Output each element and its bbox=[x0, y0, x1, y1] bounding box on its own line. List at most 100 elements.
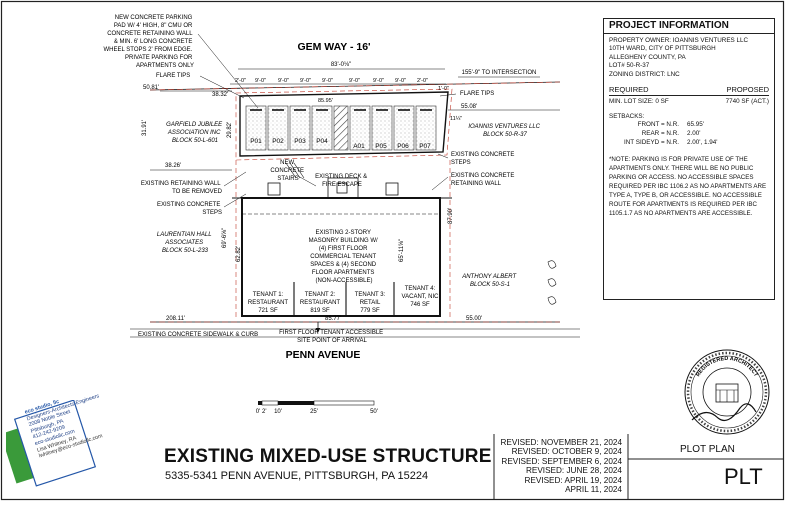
overall-width-dim: 83'-0⅛" bbox=[331, 62, 351, 68]
stall-label: A01 bbox=[353, 143, 365, 150]
revision-entry: APRIL 11, 2024 bbox=[565, 485, 622, 495]
svg-text:55.08': 55.08' bbox=[461, 104, 477, 110]
revision-entry: REVISED: APRIL 19, 2024 bbox=[524, 475, 622, 485]
note-deck: EXISTING DECK & FIRE ESCAPE bbox=[315, 174, 369, 188]
svg-text:50': 50' bbox=[370, 409, 378, 415]
note-steps-left: EXISTING CONCRETE STEPS bbox=[157, 202, 222, 216]
tenant-3: TENANT 3: RETAIL 779 SF bbox=[355, 292, 386, 314]
note-new-stairs: NEW CONCRETE STAIRS bbox=[270, 160, 305, 182]
note-ioannis: IOANNIS VENTURES LLC BLOCK 50-R-37 bbox=[468, 124, 541, 138]
svg-text:9'-0": 9'-0" bbox=[349, 78, 360, 84]
sheet-name: PLOT PLAN bbox=[680, 444, 735, 455]
stall-label: P01 bbox=[250, 138, 262, 145]
note-wall-right: EXISTING CONCRETE RETAINING WALL bbox=[451, 173, 516, 187]
setback-row: FRONT = N.R.65.95' bbox=[637, 121, 704, 129]
svg-text:2': 2' bbox=[262, 409, 266, 415]
note-flare-tips-left: FLARE TIPS bbox=[156, 73, 190, 79]
note-flare-tips-right: FLARE TIPS bbox=[460, 91, 494, 97]
svg-text:87.90': 87.90' bbox=[448, 208, 454, 224]
svg-text:65'-11⅝": 65'-11⅝" bbox=[399, 239, 405, 262]
drawing-title: EXISTING MIXED-USE STRUCTURE bbox=[164, 446, 492, 467]
project-info-line: LOT# 50-R-37 bbox=[609, 62, 650, 70]
tenant-1: TENANT 1: RESTAURANT 721 SF bbox=[248, 292, 289, 314]
svg-text:9'-0": 9'-0" bbox=[300, 78, 311, 84]
tenant-4: TENANT 4: VACANT, NIC 746 SF bbox=[402, 286, 440, 308]
stall-label: P03 bbox=[294, 138, 306, 145]
project-info-line: ALLEGHENY COUNTY, PA bbox=[609, 53, 686, 61]
note-steps-right: EXISTING CONCRETE STEPS bbox=[451, 152, 516, 166]
note-anthony: ANTHONY ALBERT BLOCK 50-S-1 bbox=[461, 274, 518, 288]
svg-text:31.91': 31.91' bbox=[142, 120, 148, 136]
svg-text:779 SF: 779 SF bbox=[360, 308, 380, 314]
svg-text:9'-0": 9'-0" bbox=[322, 78, 333, 84]
street-bottom-label: PENN AVENUE bbox=[286, 349, 361, 361]
project-address: 5335-5341 PENN AVENUE, PITTSBURGH, PA 15… bbox=[165, 470, 429, 482]
stall-label: P05 bbox=[375, 143, 387, 150]
svg-text:9'-0": 9'-0" bbox=[373, 78, 384, 84]
project-info-line: ZONING DISTRICT: LNC bbox=[609, 70, 680, 78]
svg-text:746 SF: 746 SF bbox=[410, 302, 430, 308]
parking-note: *NOTE: PARKING IS FOR PRIVATE USE OF THE… bbox=[609, 156, 767, 218]
svg-text:9'-0": 9'-0" bbox=[395, 78, 406, 84]
svg-text:RESTAURANT: RESTAURANT bbox=[300, 300, 341, 306]
to-intersection-dim: 155'-9" TO INTERSECTION bbox=[462, 70, 537, 76]
project-info-line: 10TH WARD, CITY OF PITTSBURGH bbox=[609, 45, 716, 53]
sheet-number: PLT bbox=[724, 464, 763, 489]
note-parking-pad: NEW CONCRETE PARKING PAD W/ 4' HIGH, 8" … bbox=[104, 15, 195, 69]
note-sidewalk: EXISTING CONCRETE SIDEWALK & CURB bbox=[138, 332, 258, 338]
note-accessible: FIRST FLOOR TENANT ACCESSIBLE SITE POINT… bbox=[279, 330, 385, 344]
svg-text:11¼": 11¼" bbox=[450, 116, 462, 122]
stall-label: P07 bbox=[419, 143, 431, 150]
svg-text:819 SF: 819 SF bbox=[310, 308, 330, 314]
svg-text:38.32': 38.32' bbox=[212, 92, 228, 98]
lot-size-row: MIN. LOT SIZE: 0 SF 7740 SF (ACT.) bbox=[609, 98, 769, 106]
requirements-header: REQUIRED PROPOSED bbox=[609, 85, 769, 97]
svg-text:1'-0": 1'-0" bbox=[438, 86, 449, 92]
project-info-title: PROJECT INFORMATION bbox=[604, 21, 774, 34]
svg-text:VACANT, NIC: VACANT, NIC bbox=[402, 294, 440, 300]
svg-text:69'-6⅝": 69'-6⅝" bbox=[222, 228, 228, 248]
svg-text:0': 0' bbox=[256, 409, 260, 415]
svg-text:RETAIL: RETAIL bbox=[360, 300, 381, 306]
svg-text:9'-0": 9'-0" bbox=[255, 78, 266, 84]
svg-text:25': 25' bbox=[310, 409, 318, 415]
svg-text:TENANT 4:: TENANT 4: bbox=[405, 286, 436, 292]
svg-text:9'-0": 9'-0" bbox=[278, 78, 289, 84]
building-footprint bbox=[241, 197, 441, 317]
svg-text:62.82': 62.82' bbox=[236, 246, 242, 262]
svg-text:208.11': 208.11' bbox=[166, 316, 185, 322]
setback-row: INT SIDEYD = N.R.2.00', 1.94' bbox=[624, 138, 718, 146]
note-garfield: GARFIELD JUBILEE ASSOCIATION INC BLOCK 5… bbox=[166, 122, 224, 144]
svg-text:2'-0": 2'-0" bbox=[235, 78, 246, 84]
revision-entry: REVISED: OCTOBER 9, 2024 bbox=[511, 447, 622, 457]
stall-label: P02 bbox=[272, 138, 284, 145]
tenant-2: TENANT 2: RESTAURANT 819 SF bbox=[300, 292, 341, 314]
building-description: EXISTING 2-STORY MASONRY BUILDING W/ (4)… bbox=[309, 230, 380, 284]
project-info-line: PROPERTY OWNER: IOANNIS VENTURES LLC bbox=[609, 36, 749, 44]
project-information-panel: PROJECT INFORMATION PROPERTY OWNER: IOAN… bbox=[603, 18, 775, 300]
svg-text:85.95': 85.95' bbox=[318, 98, 333, 104]
svg-text:RESTAURANT: RESTAURANT bbox=[248, 300, 289, 306]
revision-entry: REVISED: SEPTEMBER 6, 2024 bbox=[501, 456, 622, 466]
svg-text:TENANT 2:: TENANT 2: bbox=[305, 292, 336, 298]
svg-text:2'-0": 2'-0" bbox=[417, 78, 428, 84]
street-top-label: GEM WAY - 16' bbox=[297, 41, 370, 53]
svg-text:10': 10' bbox=[274, 409, 282, 415]
setbacks-label: SETBACKS: bbox=[609, 112, 645, 120]
note-laurentian: LAURENTIAN HALL ASSOCIATES BLOCK 50-L-23… bbox=[157, 232, 213, 254]
svg-text:85.77': 85.77' bbox=[325, 316, 341, 322]
note-wall-remove: EXISTING RETAINING WALL TO BE REMOVED bbox=[141, 181, 223, 195]
svg-text:TENANT 3:: TENANT 3: bbox=[355, 292, 386, 298]
parking-pad bbox=[239, 91, 449, 157]
architect-seal: REGISTERED ARCHITECT bbox=[684, 349, 770, 435]
revision-list: REVISED: NOVEMBER 21, 2024 REVISED: OCTO… bbox=[500, 438, 623, 495]
stall-label: P04 bbox=[316, 138, 328, 145]
setback-row: REAR = N.R.2.00' bbox=[641, 129, 701, 137]
svg-text:50.81': 50.81' bbox=[143, 85, 159, 91]
svg-text:TENANT 1:: TENANT 1: bbox=[253, 292, 284, 298]
access-aisle-hatch bbox=[333, 105, 349, 151]
graphic-scale: 0' 2' 10' 25' 50' bbox=[256, 400, 378, 415]
firm-logo-card: eco studio, llc Designers-Architects-Eng… bbox=[0, 393, 110, 494]
